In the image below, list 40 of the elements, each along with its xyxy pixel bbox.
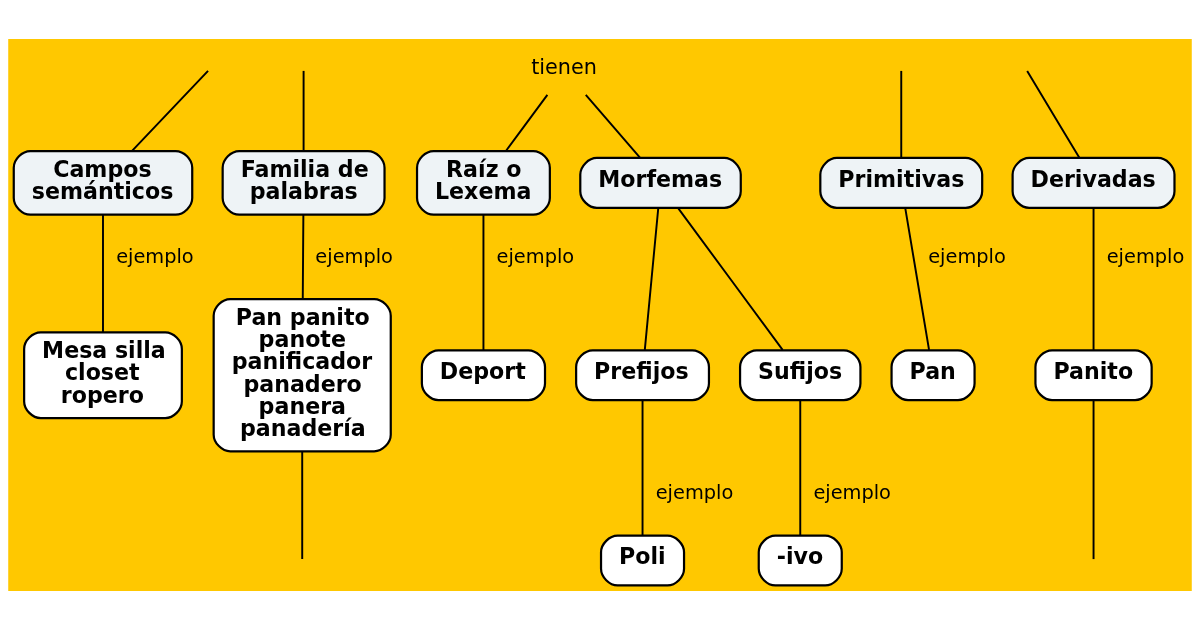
connector — [584, 93, 642, 159]
connector — [301, 450, 304, 560]
node-text: tienen — [531, 55, 597, 80]
connector — [643, 206, 660, 351]
node-box: -ivo — [757, 534, 843, 587]
connector — [1092, 399, 1095, 561]
node-box: Primitivas — [819, 156, 984, 209]
connector — [799, 399, 802, 537]
connector — [641, 399, 644, 537]
node-box: Poli — [599, 534, 686, 587]
connector — [1092, 206, 1095, 351]
connector — [131, 69, 209, 152]
node-box: Morfemas — [579, 156, 742, 209]
node-box: Sufijos — [738, 349, 862, 402]
node-box: Familia de palabras — [221, 149, 386, 216]
edge-label: ejemplo — [655, 481, 734, 505]
node-box: Prefijos — [575, 349, 711, 402]
connector — [302, 69, 305, 152]
edge-label: ejemplo — [928, 244, 1006, 268]
node-box: Mesa silla closet ropero — [23, 331, 183, 420]
connector — [1026, 69, 1081, 159]
connector — [900, 69, 903, 159]
node-box: Deport — [420, 349, 547, 402]
connector — [102, 213, 104, 334]
edge-label: ejemplo — [1106, 244, 1185, 268]
connector — [482, 213, 485, 351]
node-box: Campos semánticos — [12, 149, 194, 216]
edge-label: ejemplo — [813, 481, 891, 505]
connector — [676, 206, 784, 351]
connector — [904, 206, 931, 351]
node-box: Pan — [890, 349, 976, 402]
node-box: Derivadas — [1011, 156, 1176, 209]
node-box: Pan panito panote panificador panadero panera panadería — [212, 298, 392, 453]
node-box: Panito — [1034, 349, 1153, 402]
connector — [505, 93, 549, 152]
edge-label: ejemplo — [315, 244, 393, 268]
edge-label: ejemplo — [496, 244, 575, 268]
connector — [301, 213, 305, 300]
edge-label: ejemplo — [116, 244, 194, 268]
node-box: Raíz o Lexema — [415, 149, 551, 216]
